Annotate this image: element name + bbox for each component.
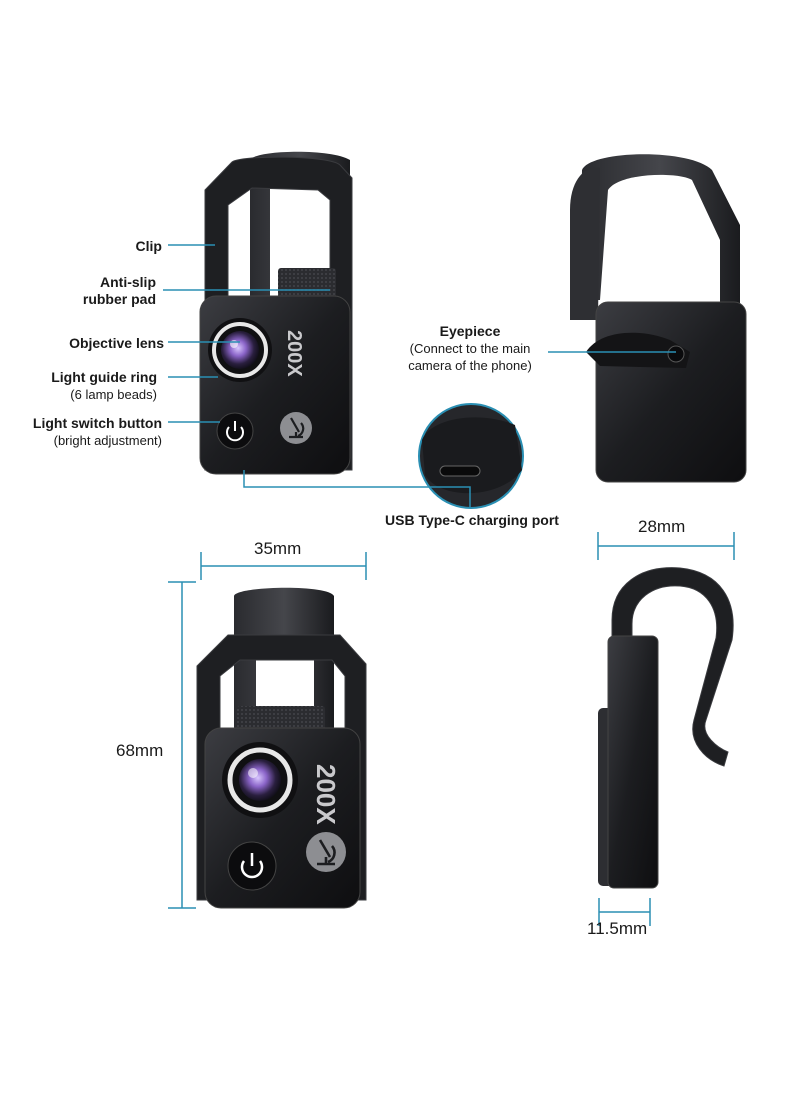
microscope-icon	[306, 832, 346, 872]
dimension-lines	[168, 532, 735, 926]
objective-lens	[221, 331, 259, 369]
device-front-bottom	[196, 587, 367, 909]
anti-slip-pad	[278, 268, 336, 304]
height-dimension: 68mm	[116, 741, 164, 760]
clip-label: Clip	[135, 238, 162, 254]
light-switch-label: Light switch button(bright adjustment)	[32, 415, 162, 448]
width-dimension: 35mm	[254, 539, 302, 558]
thickness-dimension: 11.5mm	[587, 919, 648, 938]
device-side-bottom	[598, 567, 734, 889]
light-guide-ring	[212, 322, 268, 378]
device-back-top	[570, 154, 747, 483]
depth-dimension: 28mm	[638, 517, 686, 536]
device-front-top	[199, 151, 353, 475]
usb-port-zoom	[418, 403, 524, 509]
microscope-icon	[280, 412, 312, 444]
objective-lens-label: Objective lens	[69, 335, 164, 351]
magnification-label: 200X	[311, 764, 341, 825]
usb-port-label: USB Type-C charging port	[385, 512, 559, 528]
power-icon	[216, 412, 254, 450]
eyepiece	[667, 345, 685, 363]
power-icon	[227, 841, 277, 891]
light-guide-ring-label: Light guide ring(6 lamp beads)	[51, 369, 157, 402]
usb-c-port-icon	[439, 465, 481, 477]
magnification-label: 200X	[283, 330, 305, 377]
eyepiece-label: Eyepiece (Connect to the main camera of …	[408, 323, 532, 373]
callout-lines	[163, 244, 676, 508]
